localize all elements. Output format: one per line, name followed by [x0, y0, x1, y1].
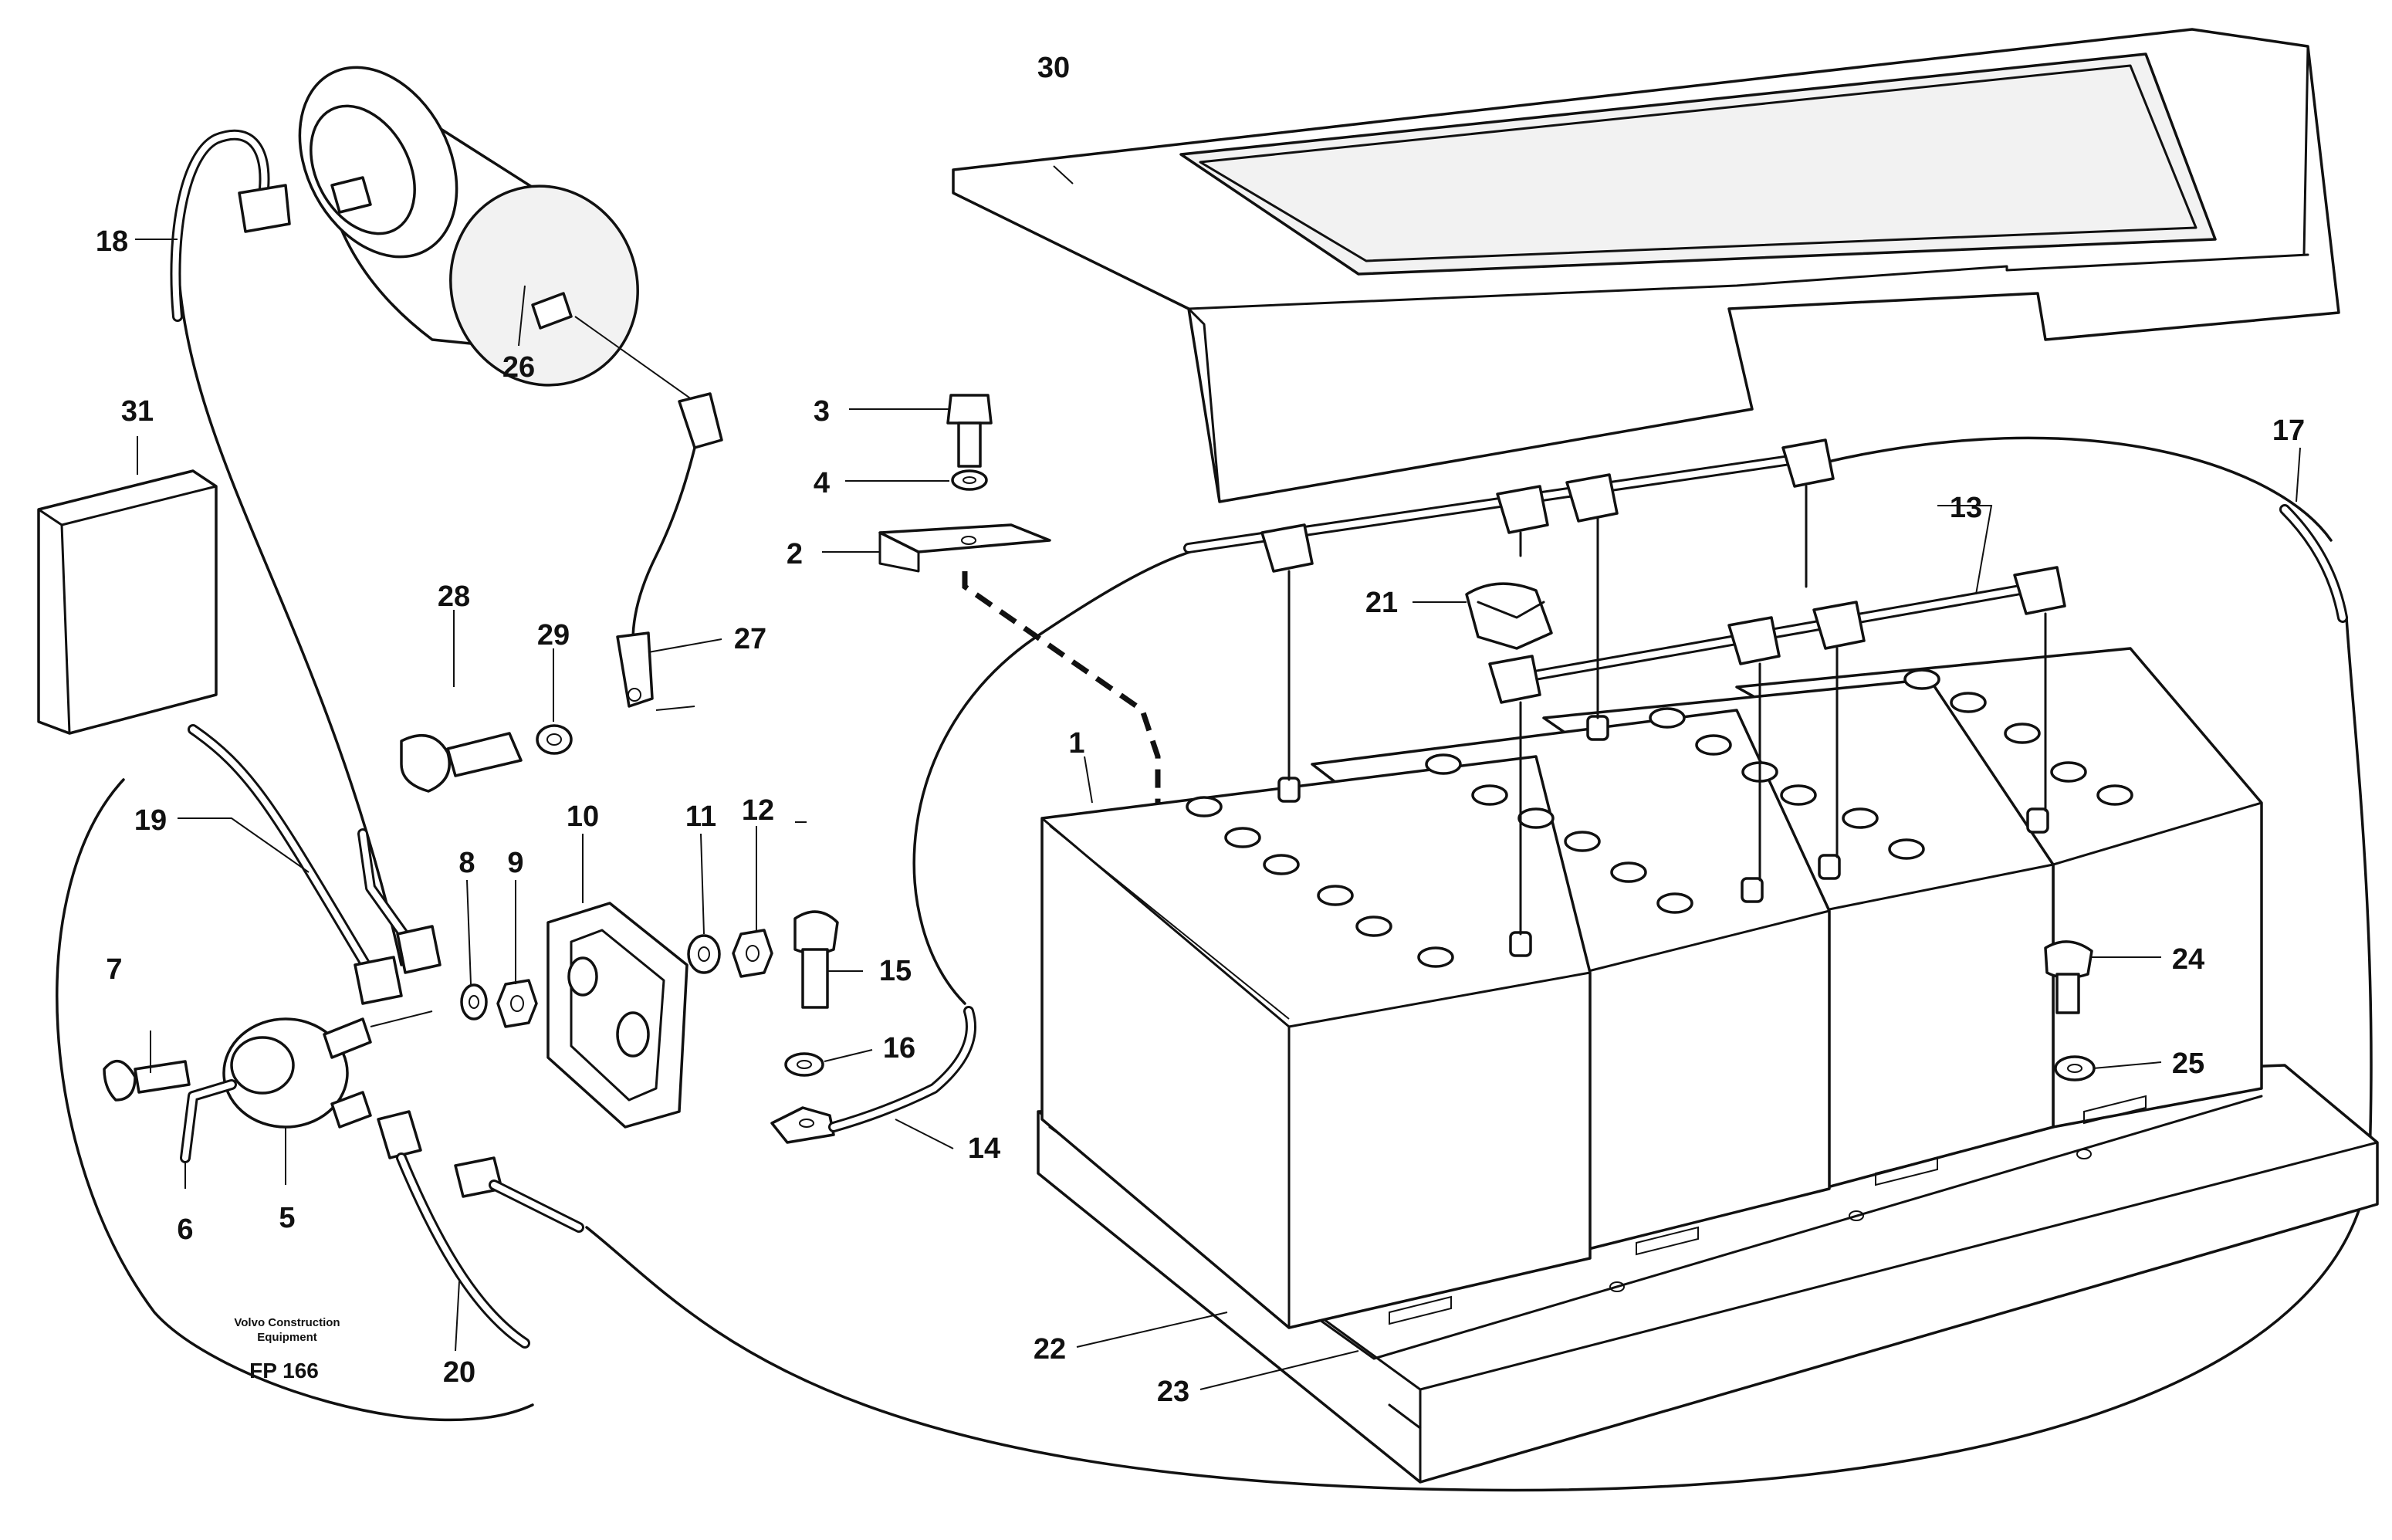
- battery-main-switch-5: [222, 1010, 433, 1129]
- control-box-31: [37, 469, 218, 735]
- callout-21: 21: [1365, 587, 1398, 619]
- nut-12: [732, 929, 773, 978]
- cell-caps: [1186, 668, 2133, 968]
- callout-18: 18: [96, 225, 128, 258]
- callout-19: 19: [134, 804, 167, 837]
- callout-28: 28: [438, 580, 470, 613]
- callout-11: 11: [685, 800, 716, 833]
- starter-cable-18: [170, 129, 291, 322]
- callout-labels: 1 2 3 4 5 6 7 8 9 10 11 12 13 14 15 16 1…: [96, 52, 2305, 1408]
- callout-5: 5: [279, 1202, 295, 1234]
- callout-26: 26: [502, 351, 535, 384]
- callout-15: 15: [879, 955, 912, 987]
- cable-19: [188, 724, 442, 1005]
- nut-9: [496, 979, 538, 1028]
- callout-29: 29: [537, 619, 570, 652]
- callout-13: 13: [1950, 492, 1982, 524]
- bolt-28: [400, 732, 523, 793]
- hold-down-clamp-2: [878, 523, 1051, 573]
- clamp-position-line: [962, 571, 1161, 803]
- leader-lines: [135, 165, 2301, 1390]
- callout-17: 17: [2272, 415, 2305, 447]
- figure-code: FP 166: [249, 1359, 319, 1383]
- callout-25: 25: [2172, 1048, 2204, 1080]
- credit-line-2: Equipment: [257, 1331, 317, 1344]
- callout-27: 27: [734, 623, 766, 655]
- terminal-cap-21: [1465, 582, 1553, 650]
- callout-20: 20: [443, 1356, 475, 1389]
- switch-lever-6: [180, 1079, 237, 1163]
- callout-14: 14: [968, 1132, 1000, 1165]
- callout-12: 12: [742, 794, 774, 827]
- bolt-24: [2044, 940, 2093, 1014]
- callout-16: 16: [883, 1032, 915, 1064]
- washer-16: [784, 1052, 824, 1077]
- ground-cable-14: [770, 1006, 976, 1144]
- washer-25: [2054, 1055, 2096, 1081]
- callout-8: 8: [458, 847, 475, 879]
- callout-23: 23: [1157, 1376, 1189, 1408]
- cable-20: [377, 1110, 584, 1349]
- callout-10: 10: [567, 800, 599, 833]
- cable-27: [616, 392, 723, 711]
- terminal-cover-10: [546, 902, 689, 1129]
- washer-8: [460, 983, 488, 1020]
- credit-block: Volvo Construction Equipment FP 166: [234, 1316, 340, 1383]
- washer-11: [687, 934, 721, 974]
- terminal-posts: [1277, 715, 2049, 957]
- callout-2: 2: [787, 538, 803, 570]
- bolt-7: [103, 1059, 191, 1102]
- cable-17: [2279, 504, 2348, 623]
- callout-24: 24: [2172, 943, 2204, 976]
- washer-29: [536, 724, 573, 755]
- callout-3: 3: [814, 395, 830, 428]
- starter-motor-26: [298, 66, 695, 402]
- credit-line-1: Volvo Construction: [234, 1316, 340, 1329]
- callout-7: 7: [106, 953, 122, 986]
- callout-22: 22: [1034, 1333, 1066, 1366]
- callout-30: 30: [1037, 52, 1070, 84]
- battery-cover-30: [952, 28, 2340, 503]
- callout-1: 1: [1068, 727, 1084, 760]
- callout-4: 4: [814, 467, 830, 499]
- callout-9: 9: [507, 847, 523, 879]
- bolt-3: [946, 394, 993, 468]
- terminal-connectors-13: [1183, 438, 2066, 936]
- washer-4: [951, 469, 988, 491]
- batteries-1: [1040, 647, 2263, 1329]
- callout-6: 6: [177, 1213, 193, 1246]
- callout-31: 31: [121, 395, 154, 428]
- bolt-15: [793, 910, 839, 1009]
